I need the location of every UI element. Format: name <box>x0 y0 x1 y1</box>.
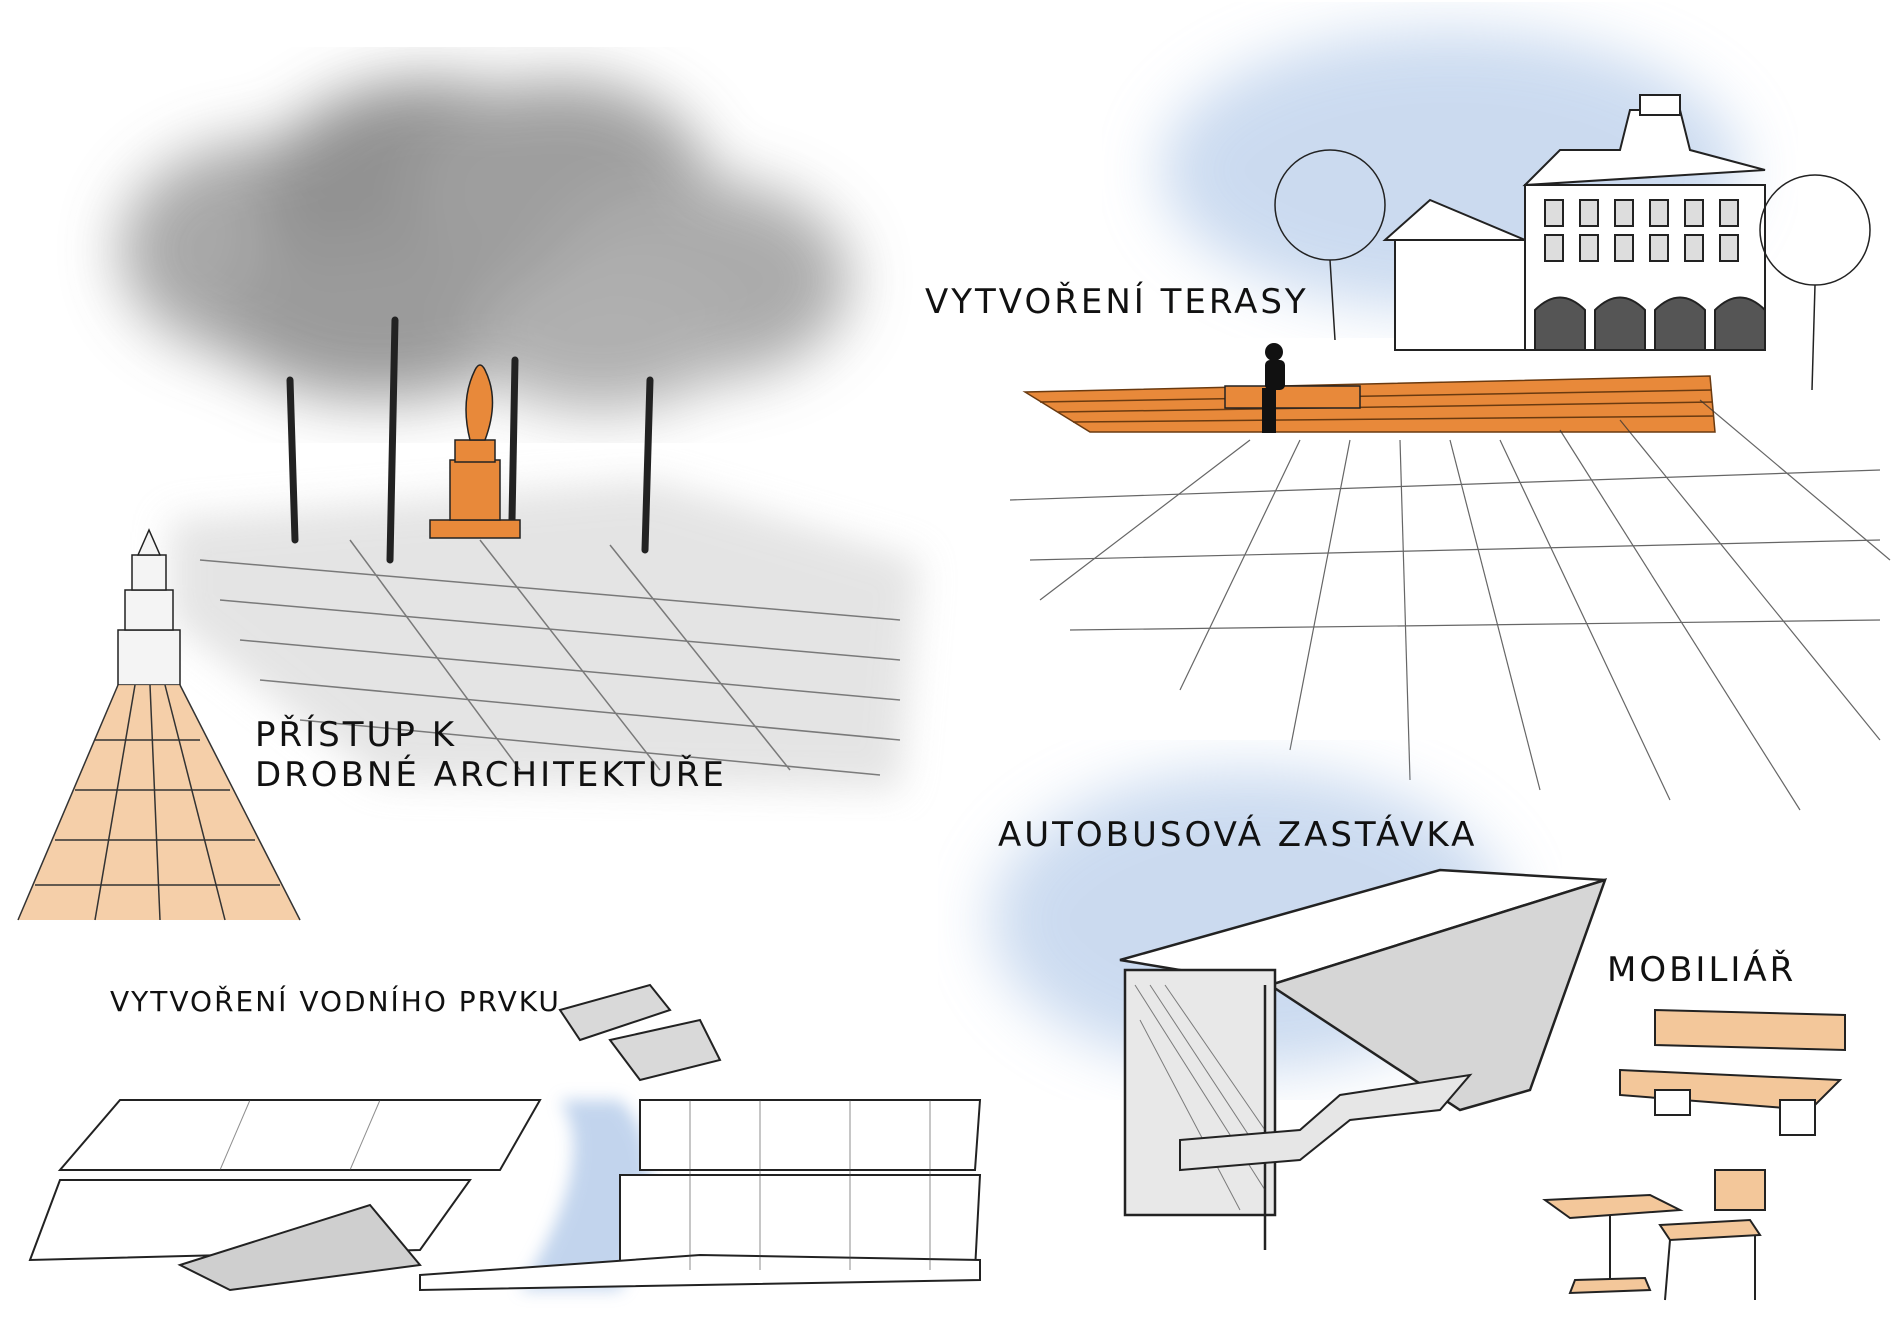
access-path-sketch <box>17 684 301 921</box>
terrace-sketch <box>1009 30 1891 811</box>
water-feature-sketch <box>28 983 982 1292</box>
terrace-bench <box>1224 385 1361 409</box>
bus-stop-sketch <box>990 770 1608 1250</box>
statue-column <box>429 364 521 539</box>
furniture-sketch <box>1542 1008 1846 1301</box>
tree-plaza-sketch <box>117 80 920 790</box>
label-access-line1: PŘÍSTUP K <box>255 715 457 755</box>
label-access-line2: DROBNÉ ARCHITEKTUŘE <box>255 755 727 795</box>
bus-stop-bench <box>1179 1073 1473 1172</box>
seated-person <box>1262 343 1285 433</box>
label-bus-stop: AUTOBUSOVÁ ZASTÁVKA <box>998 815 1478 855</box>
label-terrace: VYTVOŘENÍ TERASY <box>925 282 1309 322</box>
label-water-feature: VYTVOŘENÍ VODNÍHO PRVKU <box>110 985 561 1018</box>
label-furniture: MOBILIÁŘ <box>1607 950 1797 990</box>
